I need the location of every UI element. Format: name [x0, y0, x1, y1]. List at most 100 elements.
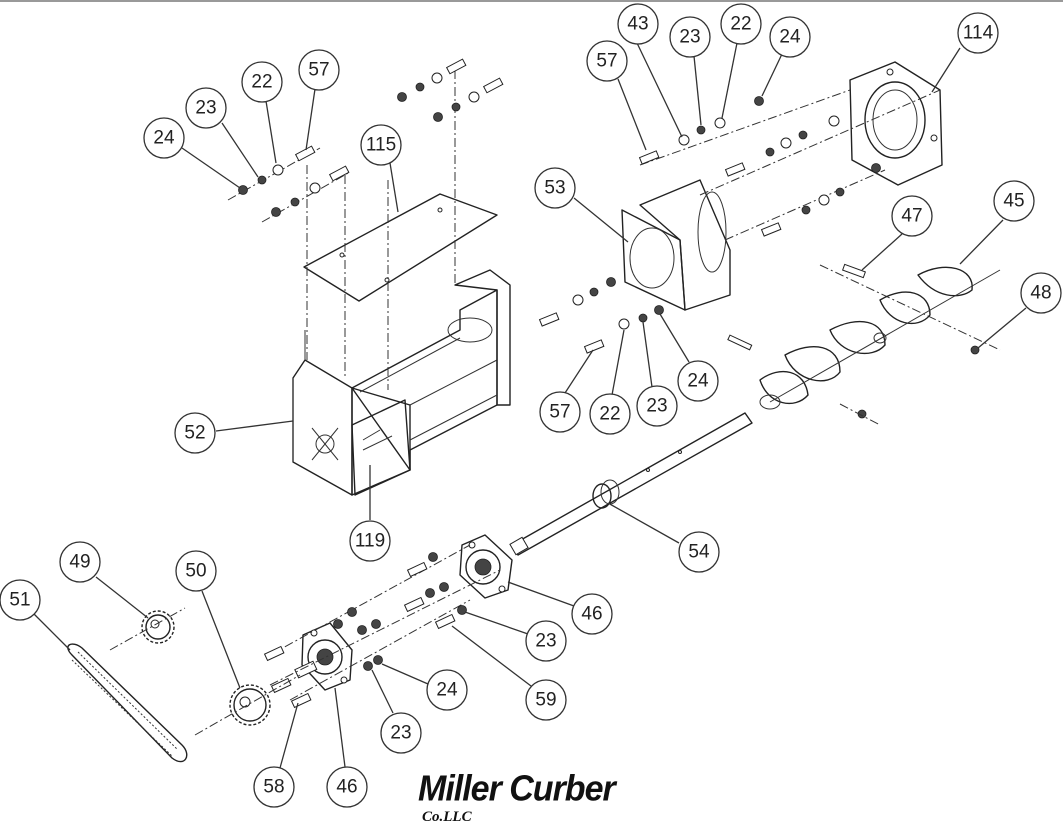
bearing-flange-lower [301, 622, 353, 691]
callout-number: 53 [544, 178, 565, 199]
callout-circle [525, 620, 567, 662]
callout-number: 59 [535, 690, 556, 711]
callout-circle [534, 167, 576, 209]
logo-main-text: Miller Curber [418, 769, 616, 809]
bearing-upper [459, 534, 513, 599]
callout-circle [59, 541, 101, 583]
flight-c [829, 320, 886, 355]
callout-number: 58 [263, 777, 284, 798]
flight-e [759, 370, 809, 405]
bearing-lower [294, 622, 353, 691]
callout-circle [360, 124, 402, 166]
channel-inner [351, 387, 411, 471]
callout-number: 45 [1003, 191, 1024, 212]
callout-c-115: 115 [360, 124, 402, 166]
callout-c-46-a: 46 [571, 593, 613, 635]
callout-c-50: 50 [175, 550, 217, 592]
hopper-assembly [292, 70, 511, 496]
callout-number: 48 [1030, 283, 1051, 304]
callout-number: 22 [730, 14, 751, 35]
callout-c-53: 53 [534, 167, 576, 209]
callout-circle [426, 669, 468, 711]
callout-circle [636, 385, 678, 427]
callout-bubbles: 24 23 22 57 115 52 119 43 23 22 24 57 114 53 47 45 48 24 5… [0, 3, 1062, 808]
callout-circle [720, 3, 762, 45]
callout-c-23-e: 23 [380, 712, 422, 754]
callout-circle [525, 679, 567, 721]
callout-number: 23 [679, 27, 700, 48]
callout-number: 47 [901, 206, 922, 227]
company-logo: Miller CurberCo.LLC [418, 769, 658, 825]
shaft-collar [592, 483, 612, 509]
callout-circle [298, 49, 340, 91]
callout-number: 23 [535, 631, 556, 652]
callout-number: 46 [581, 604, 602, 625]
callout-c-46-b: 46 [326, 766, 368, 808]
callout-circle [253, 766, 295, 808]
callout-number: 115 [366, 135, 396, 156]
callout-circle [769, 16, 811, 58]
callout-circle [185, 87, 227, 129]
callout-circle [143, 117, 185, 159]
callout-c-23-d: 23 [525, 620, 567, 662]
leader-lines [33, 42, 1027, 769]
flight-b [879, 291, 931, 325]
drive-shaft [509, 412, 753, 556]
callout-circle [677, 360, 719, 402]
callout-c-23-b: 23 [669, 16, 711, 58]
sprocket-small [109, 607, 186, 651]
callout-c-23-a: 23 [185, 87, 227, 129]
flange-53 [621, 209, 686, 311]
sprocket-large [194, 674, 301, 736]
callout-circle [174, 412, 216, 454]
callout-number: 114 [963, 23, 994, 44]
callout-c-22-b: 22 [720, 3, 762, 45]
callout-circle [349, 520, 391, 562]
callout-circle [957, 12, 999, 54]
callout-number: 51 [9, 590, 30, 611]
callout-c-114: 114 [957, 12, 999, 54]
flight-d [784, 346, 841, 382]
callout-c-57-c: 57 [539, 391, 581, 433]
callout-number: 24 [779, 27, 801, 48]
callout-number: 57 [308, 60, 329, 81]
callout-circle [241, 61, 283, 103]
end-plate [292, 359, 353, 496]
callout-number: 23 [390, 723, 411, 744]
hardware-top-left [227, 58, 504, 223]
callout-c-22-a: 22 [241, 61, 283, 103]
lid-plate [303, 193, 498, 302]
callout-number: 52 [184, 423, 205, 444]
callout-circle [617, 3, 659, 45]
callout-circle [571, 593, 613, 635]
rear-flange [454, 269, 511, 406]
callout-c-49: 49 [59, 541, 101, 583]
callout-number: 50 [185, 561, 206, 582]
callout-circle [0, 579, 41, 621]
callout-number: 22 [251, 72, 272, 93]
logo-sub-text: Co.LLC [422, 809, 472, 825]
callout-circle [678, 531, 720, 573]
callout-number: 24 [436, 680, 458, 701]
callout-c-57-a: 57 [298, 49, 340, 91]
callout-number: 119 [355, 531, 385, 552]
callout-c-45: 45 [993, 180, 1035, 222]
label-plate [351, 399, 411, 496]
callout-number: 23 [195, 98, 216, 119]
callout-number: 22 [599, 404, 620, 425]
ring-114 [864, 81, 926, 159]
callout-number: 43 [627, 14, 648, 35]
callout-number: 49 [69, 552, 90, 573]
callout-circle [586, 40, 628, 82]
chain-loop [67, 643, 188, 763]
callout-circle [1020, 272, 1062, 314]
callout-c-57-b: 57 [586, 40, 628, 82]
flight-a [917, 266, 973, 297]
callout-c-58: 58 [253, 766, 295, 808]
callout-c-24-c: 24 [677, 360, 719, 402]
drive-chain [67, 643, 188, 763]
flange-114 [849, 61, 943, 186]
callout-circle [669, 16, 711, 58]
side-channel [351, 289, 498, 496]
callout-c-119: 119 [349, 520, 391, 562]
